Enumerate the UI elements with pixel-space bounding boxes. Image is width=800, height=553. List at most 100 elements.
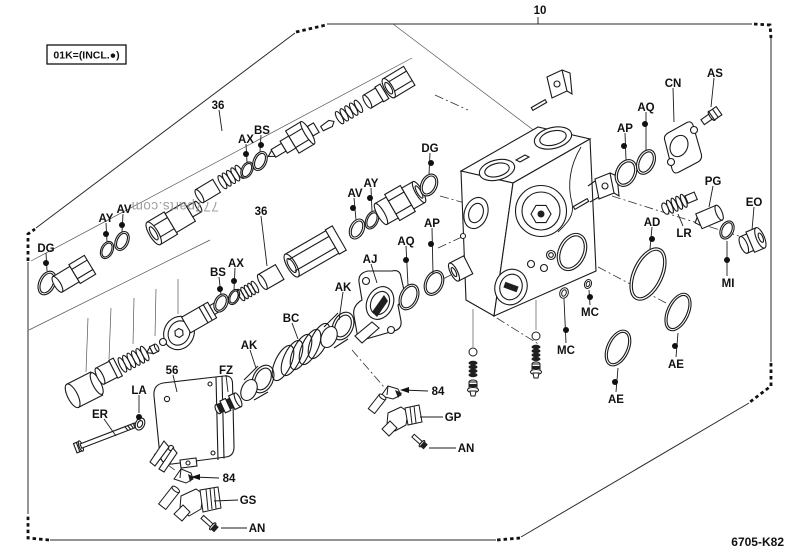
svg-text:GS: GS bbox=[240, 495, 257, 507]
kit-note-text: 01K=(INCL.●) bbox=[53, 50, 119, 62]
leader-arrowhead bbox=[400, 387, 409, 393]
valve-spool-1 bbox=[267, 120, 320, 158]
included-part-dot bbox=[136, 414, 142, 420]
included-part-dot bbox=[612, 379, 618, 385]
included-part-dot bbox=[119, 222, 125, 228]
svg-text:AP: AP bbox=[617, 123, 633, 135]
o-ring-AD bbox=[629, 247, 667, 301]
o-ring-MC-2 bbox=[559, 287, 569, 299]
included-part-dot bbox=[367, 195, 373, 201]
svg-text:36: 36 bbox=[212, 100, 225, 112]
valve-internals-row bbox=[64, 337, 168, 409]
included-part-dot bbox=[428, 160, 434, 166]
o-ring-AQ-right bbox=[635, 149, 657, 175]
o-ring-AP-left bbox=[423, 270, 445, 296]
part-label-ak-29: AK bbox=[335, 282, 352, 321]
part-label-gs-37: GS bbox=[213, 495, 257, 507]
bolt-AN-gs bbox=[200, 514, 219, 533]
flange-AJ bbox=[353, 270, 405, 344]
block-side-boss bbox=[447, 255, 474, 282]
lever-GP bbox=[381, 404, 423, 437]
included-part-dot bbox=[672, 343, 678, 349]
part-label-bs-3: BS bbox=[254, 125, 270, 153]
included-part-dot bbox=[103, 231, 109, 237]
hex-coupling bbox=[373, 180, 427, 226]
o-ring-AX-2 bbox=[227, 288, 241, 306]
block-main-bore-boss bbox=[514, 184, 568, 238]
part-label-gp-40: GP bbox=[420, 412, 462, 424]
part-label-mc-22: MC bbox=[581, 289, 599, 319]
svg-text:PG: PG bbox=[705, 176, 722, 188]
spring-BC bbox=[271, 322, 331, 382]
svg-text:AS: AS bbox=[707, 68, 723, 80]
o-ring-AP-right bbox=[614, 159, 638, 187]
valve-block bbox=[447, 69, 620, 317]
o-ring-AE-lower bbox=[604, 329, 632, 367]
block-stub-right bbox=[572, 172, 620, 211]
clamp-84-gp bbox=[380, 385, 402, 400]
check-poppet-b bbox=[530, 361, 542, 379]
part-label-as-6: AS bbox=[707, 68, 723, 108]
svg-text:MC: MC bbox=[581, 307, 599, 319]
part-label-84-36: 84 bbox=[191, 473, 236, 485]
part-label-fz-33: FZ bbox=[219, 365, 233, 393]
cover-plate-CN bbox=[663, 121, 703, 174]
leader-arrowhead bbox=[191, 474, 200, 480]
spring-4 bbox=[117, 345, 150, 373]
pin-right bbox=[572, 197, 590, 211]
o-ring-AQ-left bbox=[398, 283, 420, 311]
svg-text:84: 84 bbox=[223, 473, 236, 485]
svg-text:AY: AY bbox=[364, 178, 379, 190]
svg-text:AD: AD bbox=[644, 217, 661, 229]
valve-sleeve-2 bbox=[283, 225, 348, 278]
part-label-av-12: AV bbox=[347, 188, 363, 221]
svg-text:CN: CN bbox=[665, 78, 682, 90]
poppet-pin-1 bbox=[319, 119, 335, 132]
svg-text:56: 56 bbox=[166, 365, 179, 377]
block-lower-boss bbox=[494, 268, 528, 306]
plunger-FZ bbox=[214, 392, 243, 415]
part-label-ak-31: AK bbox=[241, 340, 258, 369]
svg-text:36: 36 bbox=[255, 206, 268, 218]
svg-text:AX: AX bbox=[238, 134, 254, 146]
lever-kit-GS bbox=[157, 468, 222, 533]
included-part-dot bbox=[724, 257, 730, 263]
o-ring-BS-2 bbox=[213, 293, 229, 313]
solenoid-56 bbox=[149, 375, 235, 473]
spacer-cylinder-2 bbox=[256, 263, 285, 291]
solenoid-assembly-row bbox=[72, 270, 445, 473]
svg-text:BS: BS bbox=[210, 267, 226, 279]
block-top-notch bbox=[514, 154, 531, 163]
threaded-plug-2 bbox=[94, 357, 124, 385]
svg-text:84: 84 bbox=[432, 386, 445, 398]
svg-text:FZ: FZ bbox=[219, 365, 233, 377]
valve-sleeve-1 bbox=[145, 200, 203, 246]
part-label-an-41: AN bbox=[429, 443, 474, 455]
svg-text:GP: GP bbox=[445, 412, 462, 424]
svg-text:DG: DG bbox=[421, 143, 438, 155]
spacer-cylinder-1 bbox=[194, 178, 222, 204]
part-label-dg-16: DG bbox=[37, 243, 55, 272]
part-label-ap-14: AP bbox=[424, 218, 440, 275]
part-label-aq-15: AQ bbox=[397, 236, 415, 286]
part-label-ae-25: AE bbox=[608, 367, 624, 406]
block-stub-top bbox=[530, 69, 573, 112]
bolt-AN-gp bbox=[411, 433, 428, 450]
part-label-ad-19: AD bbox=[644, 217, 661, 250]
o-ring-BS-1 bbox=[252, 150, 268, 172]
svg-text:AX: AX bbox=[228, 258, 244, 270]
o-ring-MC-1 bbox=[583, 279, 593, 289]
part-label-la-34: LA bbox=[131, 385, 147, 420]
svg-text:AE: AE bbox=[608, 394, 624, 406]
roller-gs bbox=[157, 485, 181, 511]
svg-text:LR: LR bbox=[676, 228, 692, 240]
part-label-36-11: 36 bbox=[255, 206, 268, 267]
part-label-an-38: AN bbox=[221, 523, 265, 535]
part-label-pg-17: PG bbox=[705, 176, 722, 208]
o-ring-AV-1 bbox=[114, 230, 130, 252]
part-label-bc-30: BC bbox=[283, 313, 299, 340]
svg-text:DG: DG bbox=[37, 243, 54, 255]
threaded-plug-1 bbox=[362, 83, 390, 109]
